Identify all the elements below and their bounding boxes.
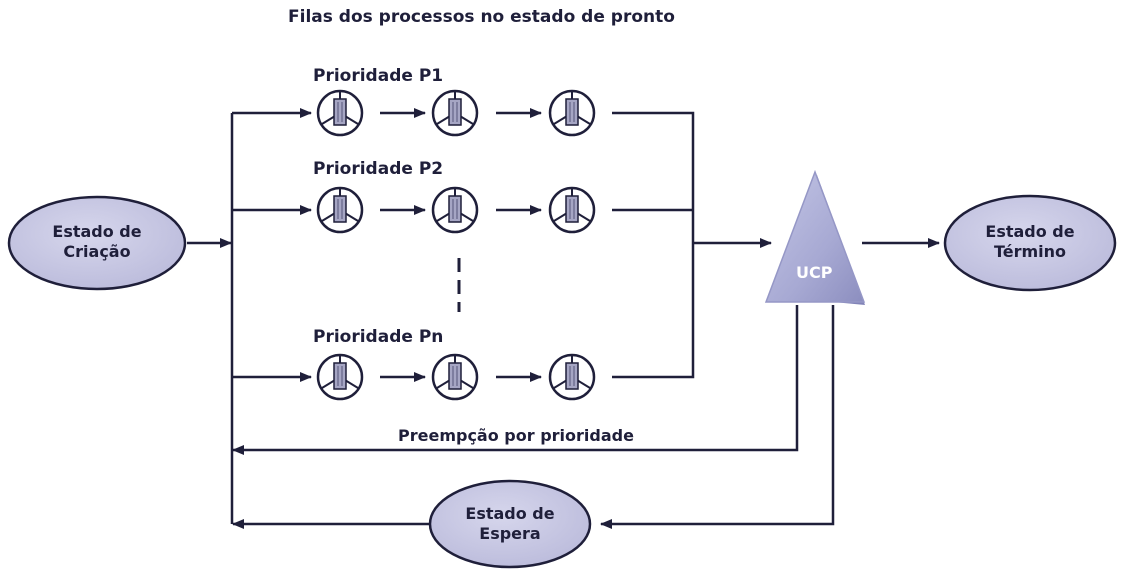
cpu-to-waiting-arrow <box>600 305 835 529</box>
diagram-title: Filas dos processos no estado de pronto <box>288 7 675 27</box>
process-wheel-icon <box>316 353 364 401</box>
creation-state-line1: Estado de <box>52 222 142 241</box>
creation-state-ellipse <box>7 195 187 291</box>
queue-label-pn: Prioridade Pn <box>313 327 444 347</box>
queue-label-p1: Prioridade P1 <box>313 66 444 86</box>
creation-state-label: Estado de Criação <box>27 222 167 262</box>
process-wheel-icon <box>316 89 364 137</box>
process-wheel-icon <box>548 353 596 401</box>
cpu-label: UCP <box>796 263 833 282</box>
creation-state-line2: Criação <box>63 242 131 261</box>
queue-p1-exit-line <box>612 111 695 379</box>
waiting-state-line1: Estado de <box>465 504 555 523</box>
termination-state-line1: Estado de <box>985 222 1075 241</box>
process-wheel-icon <box>431 186 479 234</box>
termination-state-ellipse <box>943 194 1117 292</box>
queue-label-p2: Prioridade P2 <box>313 159 444 179</box>
process-wheel-icon <box>548 186 596 234</box>
waiting-state-line2: Espera <box>479 524 541 543</box>
cpu-triangle <box>764 169 866 303</box>
waiting-state-label: Estado de Espera <box>440 504 580 544</box>
process-wheel-icon <box>548 89 596 137</box>
process-wheel-icon <box>431 353 479 401</box>
termination-state-line2: Término <box>993 242 1067 261</box>
process-wheel-icon <box>316 186 364 234</box>
termination-state-label: Estado de Término <box>960 222 1100 262</box>
preemption-label: Preempção por prioridade <box>398 426 634 445</box>
preemption-arrow <box>232 305 799 455</box>
process-wheel-icon <box>431 89 479 137</box>
